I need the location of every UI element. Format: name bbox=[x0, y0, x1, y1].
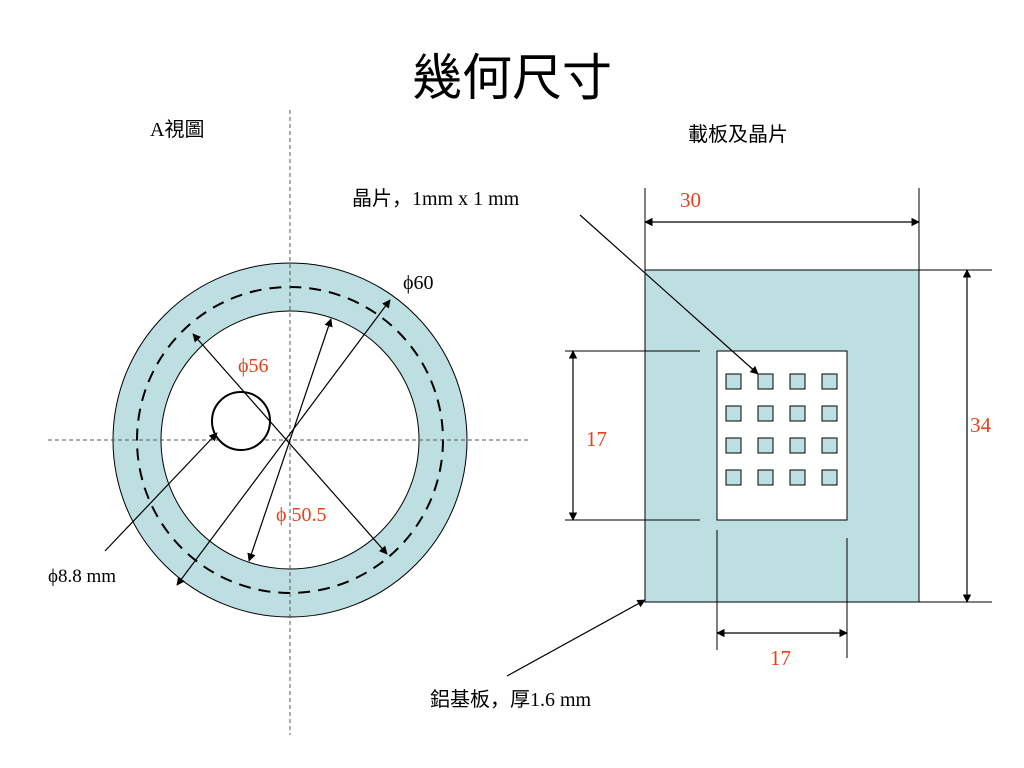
chip bbox=[821, 373, 838, 390]
chip-label: 晶片，1mm x 1 mm bbox=[352, 187, 520, 210]
phi50-5-label: ϕ 50.5 bbox=[276, 504, 327, 526]
page-title: 幾何尺寸 bbox=[412, 50, 612, 106]
phi8-8-label: ϕ8.8 mm bbox=[48, 566, 116, 587]
chip bbox=[725, 437, 742, 454]
phi50-5-dimension-arrow bbox=[247, 318, 333, 562]
substrate-leader-arrow bbox=[506, 599, 646, 677]
chip bbox=[725, 469, 742, 486]
chip bbox=[725, 405, 742, 422]
chip-leader-arrow bbox=[579, 214, 759, 375]
chip bbox=[821, 405, 838, 422]
chip-grid bbox=[725, 373, 838, 486]
phi8-8-leader-arrow bbox=[104, 432, 218, 552]
chip bbox=[789, 469, 806, 486]
chip bbox=[725, 373, 742, 390]
chip bbox=[757, 405, 774, 422]
small-hole bbox=[211, 391, 271, 451]
inner-width-dimension-label: 17 bbox=[770, 646, 791, 670]
phi56-label: ϕ56 bbox=[238, 355, 269, 377]
chip bbox=[789, 373, 806, 390]
chip bbox=[789, 437, 806, 454]
chip bbox=[757, 373, 774, 390]
inner-height-dimension-label: 17 bbox=[586, 427, 607, 451]
chip bbox=[821, 469, 838, 486]
left-view-label: A視圖 bbox=[150, 118, 204, 141]
chip bbox=[757, 469, 774, 486]
phi60-label: ϕ60 bbox=[403, 272, 434, 294]
height-dimension-label: 34 bbox=[970, 413, 992, 437]
chip bbox=[757, 437, 774, 454]
width-dimension-label: 30 bbox=[680, 188, 701, 212]
substrate-label: 鋁基板，厚1.6 mm bbox=[430, 688, 592, 711]
right-view-label: 載板及晶片 bbox=[688, 123, 788, 146]
chip bbox=[789, 405, 806, 422]
chip bbox=[821, 437, 838, 454]
